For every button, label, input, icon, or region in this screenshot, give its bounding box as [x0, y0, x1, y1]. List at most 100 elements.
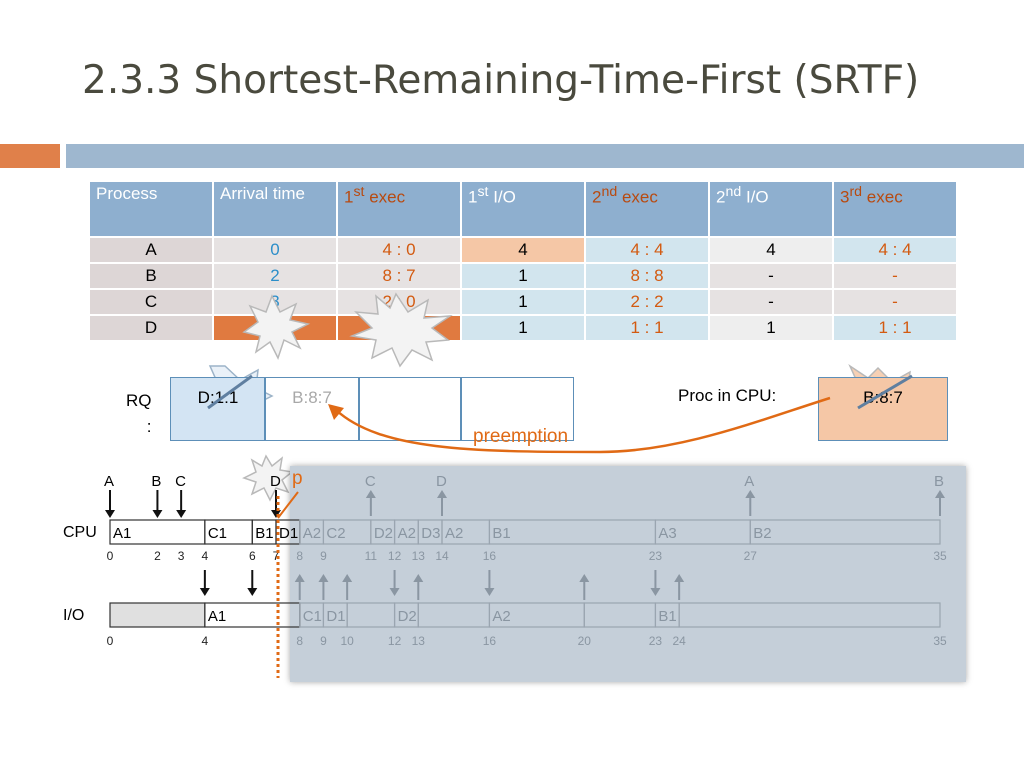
cpu-segment-label: C1: [208, 525, 227, 542]
io-segment-label: B1: [658, 608, 676, 625]
slash-icon: [207, 374, 253, 410]
cpu-segment-label: B1: [492, 525, 510, 542]
cpu-tick-label: 6: [249, 549, 256, 563]
future-arrival-arrow-head: [935, 490, 945, 498]
rq-slot: [460, 377, 574, 441]
io-segment: [583, 602, 657, 628]
cpu-segment-label: A3: [658, 525, 676, 542]
starburst-icon: [349, 292, 453, 368]
cpu-segment-label: D3: [421, 525, 440, 542]
preempt-marker: p: [292, 468, 303, 489]
arrival-arrow-head: [271, 510, 281, 518]
cpu-tick-label: 14: [435, 549, 449, 563]
future-arrival-arrow-head: [365, 490, 376, 498]
io-arrival-arrow-head: [484, 588, 495, 596]
io-row-label: I/O: [63, 607, 84, 624]
cpu-tick-label: 3: [178, 549, 185, 563]
arrival-label: B: [151, 473, 161, 490]
header-2nd-io: 2nd I/O: [708, 180, 834, 238]
header-1st-io: 1st I/O: [460, 180, 586, 238]
cell-process: B: [88, 262, 214, 290]
io-tick-label: 4: [202, 634, 209, 648]
io-tick-label: 35: [933, 634, 947, 648]
io-segment: [346, 602, 396, 628]
cell-exec2: 2 : 2: [584, 288, 710, 316]
starburst-icon: [242, 454, 294, 502]
io-arrival-arrow-head: [199, 588, 210, 596]
cpu-segment-label: D1: [279, 525, 298, 542]
cell-exec2: 4 : 4: [584, 236, 710, 264]
cell-process: A: [88, 236, 214, 264]
cpu-tick-label: 2: [154, 549, 161, 563]
future-arrival-label: C: [365, 473, 376, 490]
preempt-pointer: [277, 491, 299, 519]
cell-exec3: 4 : 4: [832, 236, 958, 264]
table-row: B 2 8 : 7 1 8 : 8 - -: [88, 262, 958, 290]
arrival-label: A: [104, 473, 114, 490]
io-tick-label: 12: [388, 634, 402, 648]
cpu-tick-label: 35: [933, 549, 947, 563]
io-tick-label: 13: [412, 634, 426, 648]
cell-exec1: 8 : 7: [336, 262, 462, 290]
cpu-tick-label: 27: [744, 549, 758, 563]
future-arrival-label: D: [436, 473, 447, 490]
preemption-arrow: [335, 396, 831, 454]
arrival-arrow-head: [105, 510, 115, 518]
arrival-label: C: [175, 473, 186, 490]
cpu-segment-label: A2: [303, 525, 321, 542]
io-complete-arrow-head: [318, 574, 329, 582]
cpu-tick-label: 4: [202, 549, 209, 563]
table-row: A 0 4 : 0 4 4 : 4 4 4 : 4: [88, 236, 958, 264]
rq-slot: D:1:1: [170, 377, 266, 441]
arrival-arrow-head: [152, 510, 163, 518]
io-tick-label: 16: [483, 634, 497, 648]
future-timeline-shade: [290, 466, 966, 682]
future-arrival-label: B: [934, 473, 944, 490]
io-segment-label: D1: [326, 608, 345, 625]
future-arrival-arrow-head: [437, 490, 447, 498]
cpu-segment-label: B2: [753, 525, 771, 542]
proc-in-cpu-value: B:8:7: [818, 377, 948, 441]
table-header-row: Process Arrival time 1st exec 1st I/O 2n…: [88, 180, 958, 238]
header-arrival-time: Arrival time: [212, 180, 338, 238]
io-complete-arrow-head: [579, 574, 590, 582]
io-segment: [417, 602, 491, 628]
cpu-tick-label: 8: [296, 549, 303, 563]
cell-exec3: -: [832, 262, 958, 290]
header-2nd-exec: 2nd exec: [584, 180, 710, 238]
header-3rd-exec: 3rd exec: [832, 180, 958, 238]
header-1st-exec: 1st exec: [336, 180, 462, 238]
arrival-label: D: [270, 473, 281, 490]
io-tick-label: 9: [320, 634, 327, 648]
cell-io2: -: [708, 288, 834, 316]
cell-io1: 1: [460, 288, 586, 316]
cpu-segment-label: A2: [398, 525, 416, 542]
cell-io1: 4: [460, 236, 586, 264]
io-tick-label: 8: [296, 634, 303, 648]
cell-arrival: 0: [212, 236, 338, 264]
io-tick-label: 20: [578, 634, 592, 648]
cell-exec1: 4 : 0: [336, 236, 462, 264]
rq-slot: [358, 377, 462, 441]
io-arrival-arrow-head: [247, 588, 258, 596]
cell-exec2: 1 : 1: [584, 314, 710, 342]
cell-arrival: 2: [212, 262, 338, 290]
io-complete-arrow-head: [342, 574, 353, 582]
io-arrival-arrow-head: [650, 588, 661, 596]
cpu-tick-label: 7: [273, 549, 280, 563]
cell-process: C: [88, 288, 214, 316]
io-segment-label: C1: [303, 608, 322, 625]
cpu-segment-label: C2: [326, 525, 345, 542]
cell-io2: -: [708, 262, 834, 290]
arrow-head-icon: [328, 404, 344, 420]
cpu-segment: [488, 519, 657, 545]
io-tick-label: 10: [340, 634, 354, 648]
io-complete-arrow-head: [674, 574, 685, 582]
proc-in-cpu-label: Proc in CPU:: [678, 386, 777, 405]
page-title: 2.3.3 Shortest-Remaining-Time-First (SRT…: [82, 58, 920, 103]
cell-exec3: -: [832, 288, 958, 316]
cpu-tick-label: 12: [388, 549, 402, 563]
cell-io2: 1: [708, 314, 834, 342]
